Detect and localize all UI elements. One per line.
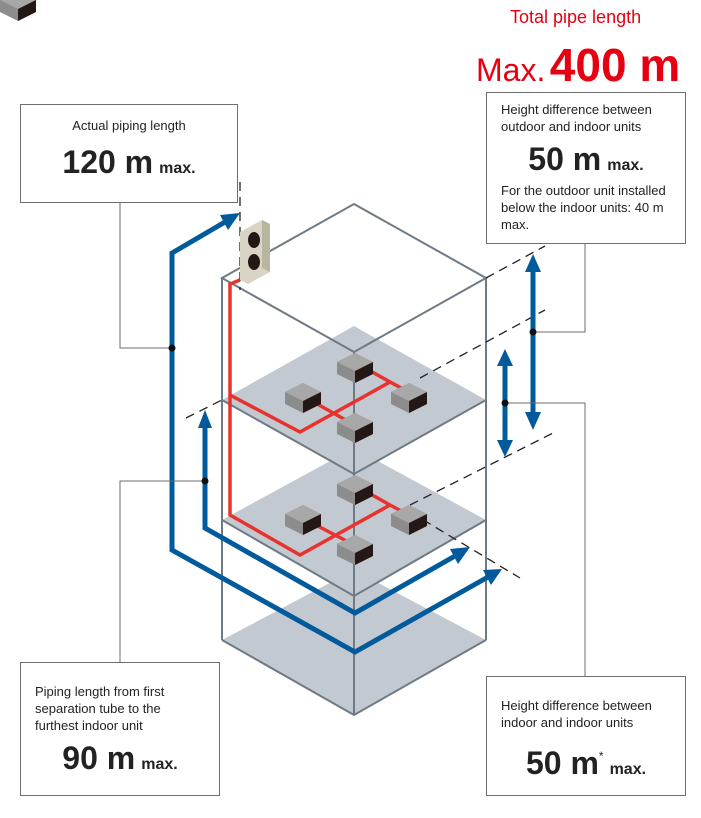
total-pipe-length-value: Max. 400 m [476, 38, 680, 92]
leader-lines [119, 203, 586, 676]
suffix: max. [159, 160, 196, 177]
outdoor-unit [240, 220, 270, 284]
total-prefix: Max. [476, 52, 546, 88]
indoor-units [0, 0, 427, 565]
value: 50 m [525, 745, 599, 781]
height-outdoor-indoor-box: Height difference between outdoor and in… [486, 92, 686, 244]
total-pipe-length-label: Total pipe length [510, 7, 642, 27]
label: Piping length from first separation tube… [35, 684, 165, 733]
asterisk: * [598, 749, 604, 763]
value: 50 m [528, 141, 602, 177]
label: Height difference between indoor and ind… [501, 698, 652, 730]
value: 90 m [62, 740, 136, 776]
arrowheads-and-height-arrows [198, 213, 541, 585]
height-indoor-indoor-box: Height difference between indoor and ind… [486, 676, 686, 796]
note: For the outdoor unit installed below the… [501, 183, 666, 232]
label: Height difference between outdoor and in… [501, 102, 652, 134]
value: 120 m [62, 144, 154, 180]
first-separation-length-box: Piping length from first separation tube… [20, 662, 220, 796]
actual-piping-length-box: Actual piping length 120 m max. [20, 104, 238, 203]
suffix: max. [607, 157, 644, 174]
label: Actual piping length [72, 118, 186, 133]
leader-dots [168, 328, 537, 485]
total-value: 400 m [549, 39, 681, 91]
suffix: max. [609, 761, 647, 778]
suffix: max. [141, 756, 178, 773]
